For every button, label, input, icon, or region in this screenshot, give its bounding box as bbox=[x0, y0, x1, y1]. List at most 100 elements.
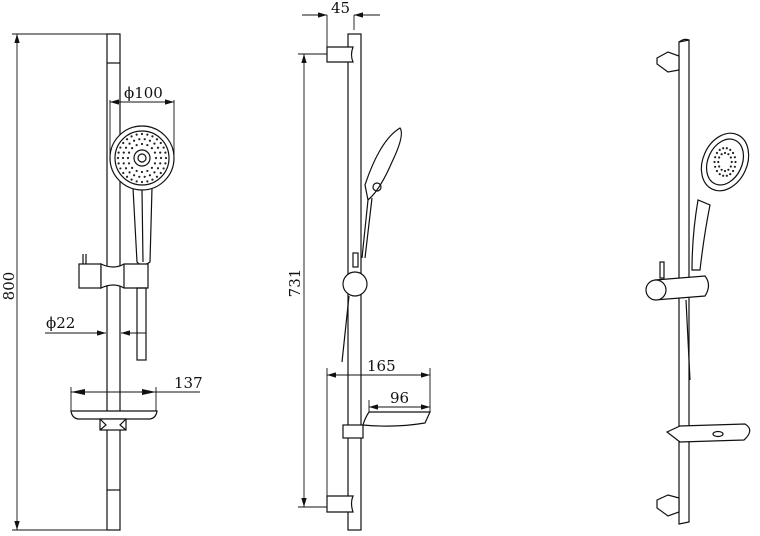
nozzle-dot bbox=[150, 166, 153, 169]
dim-wall-offset: 45 bbox=[331, 0, 350, 17]
nozzle-dot bbox=[128, 142, 131, 145]
nozzle-dot bbox=[725, 174, 728, 177]
nozzle-dot bbox=[125, 138, 129, 141]
dim-total-height: 800 bbox=[0, 272, 18, 301]
nozzle-dot bbox=[135, 143, 138, 147]
nozzle-dot bbox=[723, 169, 727, 173]
nozzle-dot bbox=[140, 180, 144, 184]
spray-nozzles bbox=[116, 132, 168, 184]
nozzle-dot bbox=[154, 156, 158, 160]
nozzle-dot bbox=[729, 165, 732, 168]
nozzle-dot bbox=[119, 146, 122, 149]
slider-knob bbox=[342, 271, 368, 297]
soap-dish bbox=[70, 410, 158, 431]
hand-shower-side bbox=[364, 127, 402, 202]
nozzle-dot bbox=[116, 156, 120, 160]
nozzle-dot bbox=[722, 174, 725, 177]
nozzle-dot bbox=[159, 162, 162, 165]
dim-dish-total-depth: 165 bbox=[367, 357, 396, 375]
nozzle-dot bbox=[131, 147, 134, 150]
nozzle-dot bbox=[119, 167, 122, 170]
nozzle-dot bbox=[122, 171, 125, 175]
nozzle-dot bbox=[135, 133, 138, 136]
nozzle-dot bbox=[151, 178, 154, 181]
dim-rail-diameter: ϕ22 bbox=[46, 314, 75, 332]
nozzle-dot bbox=[124, 146, 128, 149]
dim-dish-depth: 96 bbox=[390, 389, 409, 407]
hand-shower bbox=[109, 125, 175, 266]
nozzle-dot bbox=[153, 142, 156, 145]
nozzle-dot bbox=[164, 151, 167, 154]
nozzle-dot bbox=[125, 175, 129, 178]
nozzle-dot bbox=[148, 174, 151, 177]
nozzle-dot bbox=[146, 180, 149, 183]
nozzle-dot bbox=[150, 147, 153, 150]
nozzle-dot bbox=[718, 173, 721, 176]
top-bracket bbox=[326, 46, 354, 63]
nozzle-dot bbox=[130, 135, 133, 138]
hand-shower-3d bbox=[700, 132, 750, 192]
nozzle-dot bbox=[714, 165, 717, 168]
perspective-view bbox=[645, 38, 751, 525]
nozzle-dot bbox=[153, 171, 156, 174]
top-bracket bbox=[656, 51, 680, 73]
nozzle-dot bbox=[159, 156, 163, 160]
nozzle-dot bbox=[153, 162, 157, 165]
nozzle-dot bbox=[122, 141, 125, 145]
nozzle-dot bbox=[713, 160, 716, 164]
nozzle-dot bbox=[164, 156, 168, 160]
nozzle-dot bbox=[729, 156, 732, 159]
nozzle-dot bbox=[729, 148, 732, 151]
nozzle-dot bbox=[140, 142, 144, 146]
nozzle-dot bbox=[153, 151, 157, 154]
nozzle-dot bbox=[722, 147, 725, 150]
nozzle-dot bbox=[715, 151, 719, 155]
nozzle-dot bbox=[135, 180, 138, 183]
nozzle-dot bbox=[135, 169, 138, 173]
nozzle-dot bbox=[162, 146, 165, 149]
dim-head-diameter: ϕ100 bbox=[124, 84, 163, 102]
front-view: 800 ϕ100 ϕ22 137 bbox=[0, 33, 203, 531]
dim-bracket-spacing: 731 bbox=[286, 269, 304, 298]
nozzle-dot bbox=[127, 151, 131, 154]
nozzle-dot bbox=[146, 169, 149, 173]
nozzle-dot bbox=[117, 151, 120, 154]
nozzle-dot bbox=[143, 138, 146, 141]
nozzle-dot bbox=[156, 167, 160, 170]
nozzle-dot bbox=[723, 151, 727, 155]
nozzle-dot bbox=[127, 162, 131, 165]
nozzle-dot bbox=[151, 135, 154, 138]
nozzle-dot bbox=[146, 143, 149, 147]
nozzle-dot bbox=[121, 156, 125, 160]
nozzle-dot bbox=[140, 170, 144, 174]
nozzle-dot bbox=[124, 167, 128, 170]
nozzle-dot bbox=[133, 139, 136, 142]
nozzle-dot bbox=[734, 160, 737, 164]
slider-3d bbox=[654, 275, 710, 301]
nozzle-dot bbox=[714, 156, 717, 159]
nozzle-dot bbox=[122, 151, 125, 154]
nozzle-dot bbox=[159, 171, 162, 175]
nozzle-dot bbox=[148, 139, 151, 142]
nozzle-dot bbox=[733, 156, 736, 159]
nozzle-dot bbox=[715, 169, 719, 173]
nozzle-dot bbox=[126, 156, 130, 160]
nozzle-dot bbox=[146, 133, 149, 136]
nozzle-dot bbox=[159, 141, 162, 145]
nozzle-dot bbox=[156, 146, 160, 149]
slider-bracket bbox=[78, 254, 149, 361]
nozzle-dot bbox=[718, 165, 721, 168]
nozzle-dot bbox=[155, 138, 159, 141]
nozzle-dot bbox=[720, 168, 723, 171]
nozzle-dot bbox=[730, 160, 733, 164]
bottom-bracket bbox=[656, 494, 680, 517]
soap-dish-3d bbox=[665, 423, 751, 443]
nozzle-dot bbox=[130, 178, 133, 181]
nozzle-dot bbox=[133, 174, 136, 177]
nozzle-dot bbox=[731, 151, 735, 155]
nozzle-dot bbox=[733, 165, 736, 168]
bottom-bracket bbox=[326, 495, 354, 513]
nozzle-dot bbox=[727, 168, 730, 171]
nozzle-dot bbox=[138, 138, 141, 141]
